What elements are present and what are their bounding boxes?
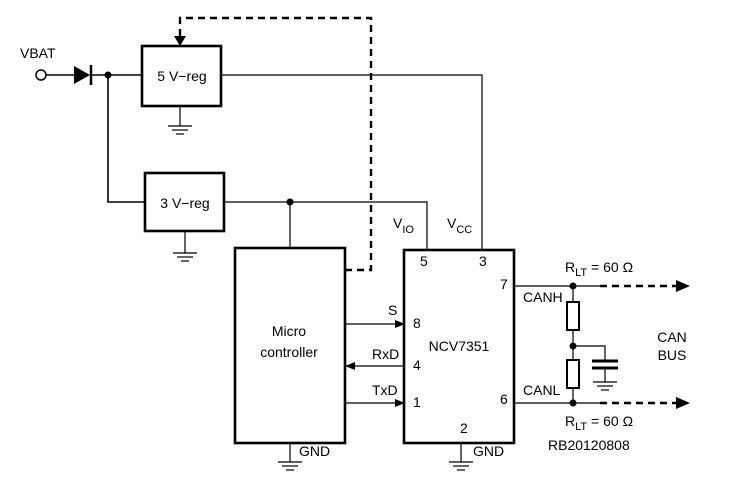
pin-5-label: 5	[420, 253, 428, 269]
rlt-bottom-label: RLT = 60 Ω	[565, 413, 633, 433]
rxd-signal-label: RxD	[372, 346, 399, 362]
ground-icon	[278, 443, 302, 471]
pin-2-label: 2	[460, 420, 468, 436]
vio-label: VIO	[393, 215, 414, 236]
arrow-head-icon	[174, 36, 186, 46]
transceiver-name-label: NCV7351	[429, 338, 490, 354]
split-capacitor-wire	[573, 345, 606, 360]
vbat-to-3v-wire	[107, 75, 145, 203]
pin-6-label: 6	[500, 391, 508, 407]
arrow-head-icon	[676, 280, 690, 292]
regulator-3v-label: 3 V−reg	[160, 195, 209, 211]
pin-3-label: 3	[479, 253, 487, 269]
pin-7-label: 7	[500, 276, 508, 292]
regulator-5v-label: 5 V−reg	[157, 68, 206, 84]
microcontroller-label-line2: controller	[260, 344, 318, 360]
can-bus-label-line1: CAN	[657, 329, 687, 345]
mcu-gnd-label: GND	[299, 443, 330, 459]
5v-to-vcc-wire	[221, 74, 483, 250]
transceiver-box	[402, 248, 516, 445]
s-signal-label: S	[388, 302, 397, 318]
ground-icon	[449, 443, 473, 471]
diode-symbol	[74, 65, 93, 85]
canh-label: CANH	[523, 289, 563, 305]
ground-icon	[593, 381, 617, 391]
microcontroller-label-line1: Micro	[272, 323, 306, 339]
vbat-terminal	[35, 69, 74, 81]
termination-resistor-bottom	[566, 359, 580, 389]
pin-1-label: 1	[413, 394, 421, 410]
ground-icon	[168, 106, 192, 135]
can-bus-label-line2: BUS	[658, 347, 687, 363]
termination-resistor-top	[566, 301, 580, 331]
regulator-5v-box	[140, 44, 223, 108]
rlt-top-label: RLT = 60 Ω	[565, 259, 633, 279]
capacitor-icon	[592, 359, 618, 382]
mcu-enable-dashed-line	[178, 16, 373, 272]
pin-8-label: 8	[413, 315, 421, 331]
ground-icon	[173, 231, 197, 262]
txd-signal-label: TxD	[372, 382, 398, 398]
vbat-label: VBAT	[20, 45, 56, 61]
canl-label: CANL	[523, 382, 561, 398]
reference-code-label: RB20120808	[548, 437, 630, 453]
pin-4-label: 4	[413, 357, 421, 373]
transceiver-gnd-label: GND	[473, 443, 504, 459]
arrow-head-icon	[676, 397, 690, 409]
microcontroller-box	[233, 246, 347, 445]
vcc-label: VCC	[447, 215, 472, 236]
